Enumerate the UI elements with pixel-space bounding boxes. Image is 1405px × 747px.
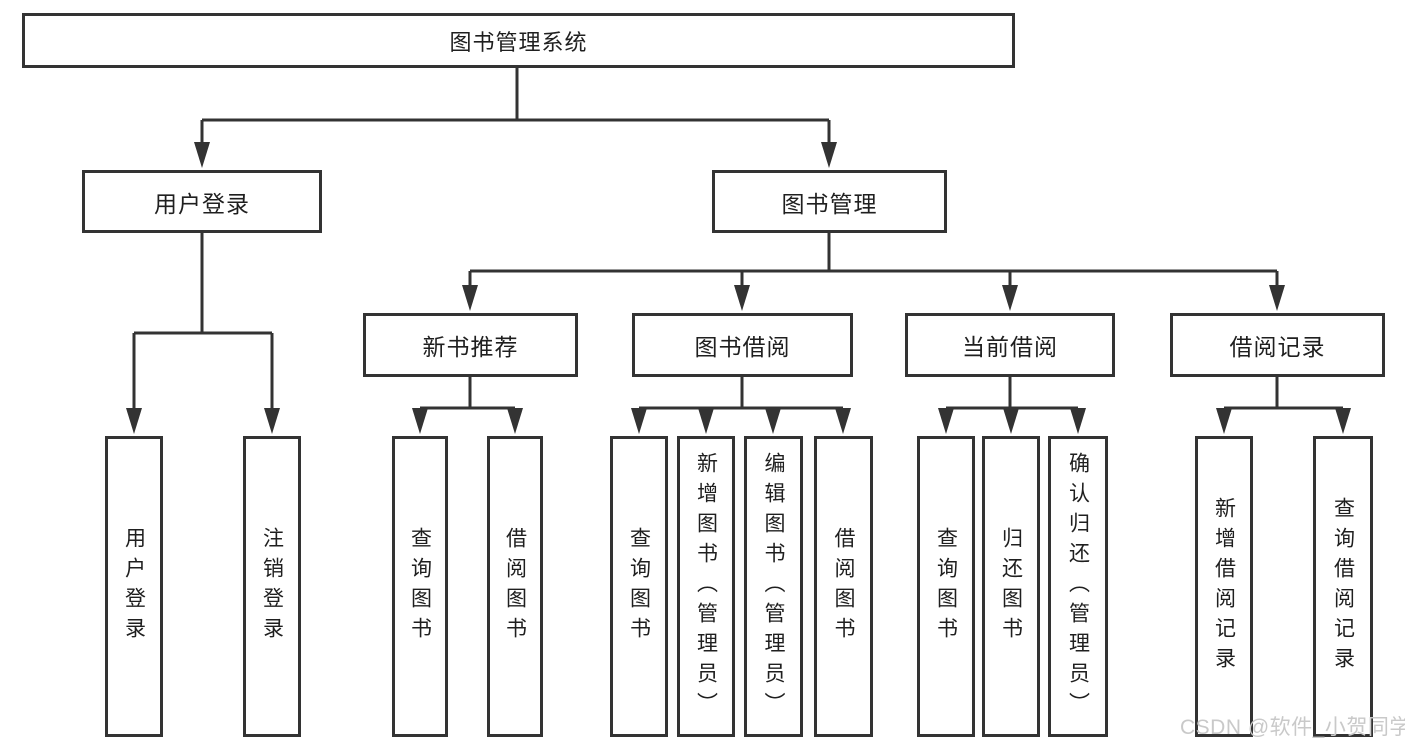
node-borrow-records: 借阅记录 (1170, 313, 1385, 377)
leaf-add-books-admin: 新增图书（管理员） (677, 436, 735, 737)
user-login-connectors (126, 233, 280, 434)
arrow-down-icon (1070, 408, 1086, 434)
arrow-down-icon (765, 408, 781, 434)
leaf-label: 归还图书 (999, 526, 1023, 647)
borrow-record-connectors (1216, 377, 1351, 434)
leaf-label: 新增图书（管理员） (694, 451, 718, 722)
arrow-down-icon (698, 408, 714, 434)
arrow-down-icon (734, 285, 750, 311)
node-new-book-recommend: 新书推荐 (363, 313, 578, 377)
node-library-system: 图书管理系统 (22, 13, 1015, 68)
leaf-label: 确认归还（管理员） (1066, 451, 1090, 722)
leaf-label: 注销登录 (260, 526, 284, 647)
book-management-connectors (462, 233, 1285, 311)
arrow-down-icon (264, 408, 280, 434)
arrow-down-icon (1003, 408, 1019, 434)
arrow-down-icon (126, 408, 142, 434)
new-book-recommend-connectors (412, 377, 523, 434)
leaf-label: 查询图书 (408, 526, 432, 647)
leaf-label: 借阅图书 (503, 526, 527, 647)
node-current-borrow: 当前借阅 (905, 313, 1115, 377)
leaf-label: 查询图书 (627, 526, 651, 647)
leaf-label: 查询图书 (934, 526, 958, 647)
current-borrow-connectors (938, 377, 1086, 434)
leaf-borrow-books-recommend: 借阅图书 (487, 436, 543, 737)
book-borrow-connectors (631, 377, 851, 434)
leaf-label: 用户登录 (122, 526, 146, 647)
arrow-down-icon (507, 408, 523, 434)
leaf-add-borrow-record: 新增借阅记录 (1195, 436, 1253, 737)
csdn-watermark: CSDN @软件_小贺同学 (1180, 716, 1405, 739)
leaf-confirm-return-admin: 确认归还（管理员） (1048, 436, 1108, 737)
arrow-down-icon (462, 285, 478, 311)
leaf-logout: 注销登录 (243, 436, 301, 737)
leaf-label: 借阅图书 (832, 526, 855, 647)
level1-connectors (194, 68, 837, 168)
arrow-down-icon (821, 142, 837, 168)
node-book-borrow: 图书借阅 (632, 313, 853, 377)
leaf-borrow-books: 借阅图书 (814, 436, 873, 737)
arrow-down-icon (1335, 408, 1351, 434)
leaf-query-books-borrow: 查询图书 (610, 436, 668, 737)
leaf-edit-books-admin: 编辑图书（管理员） (744, 436, 803, 737)
leaf-label: 查询借阅记录 (1331, 496, 1355, 677)
arrow-down-icon (631, 408, 647, 434)
leaf-query-borrow-record: 查询借阅记录 (1313, 436, 1373, 737)
leaf-user-login: 用户登录 (105, 436, 163, 737)
arrow-down-icon (1269, 285, 1285, 311)
arrow-down-icon (1216, 408, 1232, 434)
arrow-down-icon (938, 408, 954, 434)
leaf-label: 新增借阅记录 (1212, 496, 1236, 677)
arrow-down-icon (194, 142, 210, 168)
node-user-login: 用户登录 (82, 170, 322, 233)
node-book-management: 图书管理 (712, 170, 947, 233)
arrow-down-icon (412, 408, 428, 434)
leaf-label: 编辑图书（管理员） (762, 451, 785, 722)
leaf-query-books-recommend: 查询图书 (392, 436, 448, 737)
leaf-query-books-current: 查询图书 (917, 436, 975, 737)
arrow-down-icon (1002, 285, 1018, 311)
leaf-return-books: 归还图书 (982, 436, 1040, 737)
arrow-down-icon (835, 408, 851, 434)
